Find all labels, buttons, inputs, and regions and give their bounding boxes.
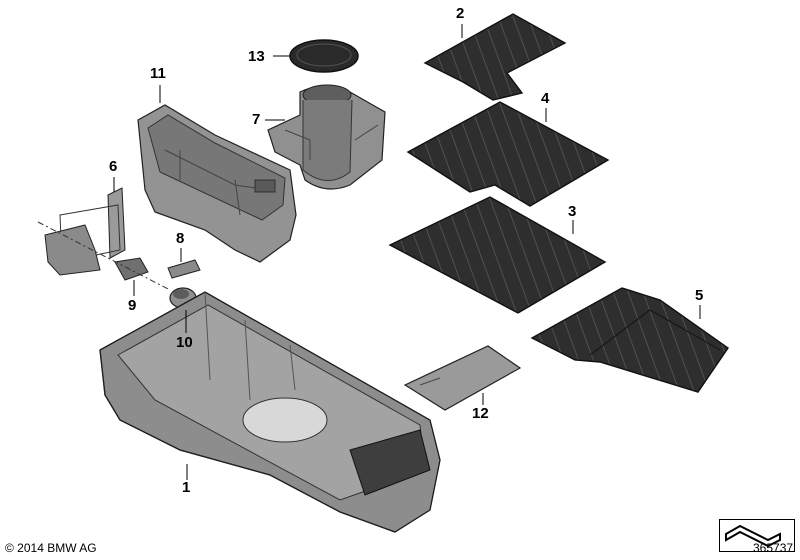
view-orientation-icon bbox=[719, 519, 795, 552]
part-11-tray bbox=[137, 104, 297, 263]
callout-5: 5 bbox=[695, 287, 704, 304]
part-12-plate bbox=[403, 345, 522, 411]
part-5-mat bbox=[530, 287, 729, 393]
callout-6: 6 bbox=[109, 158, 118, 175]
callout-12: 12 bbox=[472, 405, 489, 422]
callout-3: 3 bbox=[568, 203, 577, 220]
part-3-mat bbox=[388, 196, 607, 314]
callout-1: 1 bbox=[182, 479, 191, 496]
callout-2: 2 bbox=[456, 5, 465, 22]
callout-7: 7 bbox=[252, 111, 261, 128]
part-8-pad bbox=[167, 259, 201, 279]
part-1-console-housing bbox=[99, 291, 441, 533]
part-13-round-mat bbox=[289, 39, 359, 73]
leader-lines bbox=[113, 24, 701, 480]
part-7-cup-holder bbox=[267, 84, 386, 190]
diagram-number: 365737 bbox=[753, 541, 794, 555]
callout-8: 8 bbox=[176, 230, 185, 247]
callout-11: 11 bbox=[150, 65, 166, 82]
part-2-mat bbox=[423, 13, 567, 101]
copyright-text: © 2014 BMW AG bbox=[5, 541, 97, 555]
part-9-socket bbox=[37, 221, 171, 291]
callout-9: 9 bbox=[128, 297, 137, 314]
callout-10: 10 bbox=[176, 334, 193, 351]
part-4-mat bbox=[406, 101, 610, 207]
callout-4: 4 bbox=[541, 90, 550, 107]
callout-13: 13 bbox=[248, 48, 265, 65]
